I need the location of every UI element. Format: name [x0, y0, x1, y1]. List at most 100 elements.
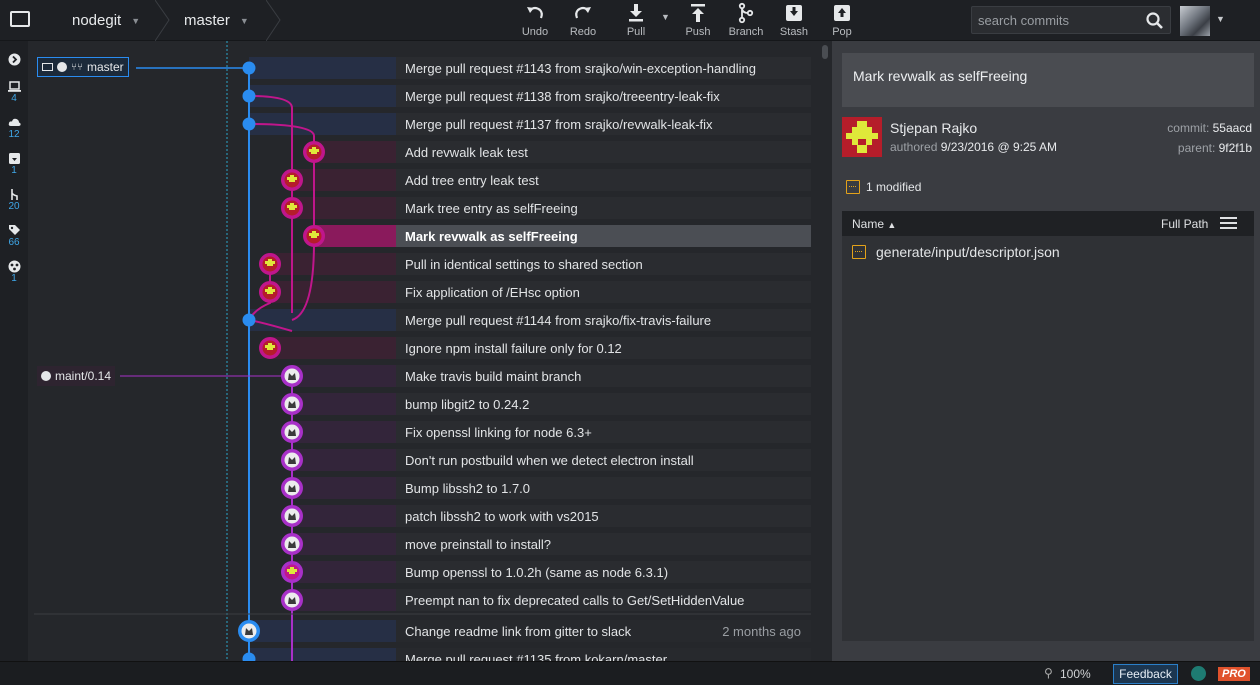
sidebar-item-tags[interactable]: 66 [0, 224, 28, 248]
modified-label: 1 modified [866, 180, 922, 194]
sidebar-item-pull-requests[interactable]: 1 [0, 152, 28, 176]
file-path: generate/input/descriptor.json [876, 244, 1060, 260]
commit-row[interactable]: Fix application of /EHsc option [396, 281, 811, 303]
repo-selector[interactable]: nodegit▼ [72, 0, 140, 41]
commit-row[interactable]: Mark revwalk as selfFreeing [396, 225, 811, 247]
commit-row[interactable]: Bump openssl to 1.0.2h (same as node 6.3… [396, 561, 811, 583]
pull-button[interactable]: Pull [612, 2, 660, 40]
commit-sha[interactable]: 55aacd [1212, 121, 1252, 135]
search-input[interactable] [978, 12, 1138, 29]
lane-row-background [292, 533, 396, 555]
scrollbar-thumb[interactable] [822, 45, 828, 59]
commit-graph-panel: Merge pull request #1143 from srajko/win… [28, 41, 832, 661]
avatar-glyph [288, 457, 296, 464]
commit-row[interactable]: Merge pull request #1135 from kokarn/mas… [396, 648, 811, 661]
lane-row-background [314, 141, 396, 163]
zoom-level[interactable]: 100% [1060, 667, 1091, 681]
commit-row[interactable]: Fix openssl linking for node 6.3+ [396, 421, 811, 443]
commit-row[interactable]: Merge pull request #1138 from srajko/tre… [396, 85, 811, 107]
commit-summary[interactable]: Mark revwalk as selfFreeing [842, 53, 1254, 107]
commit-row[interactable]: Add tree entry leak test [396, 169, 811, 191]
undo-label: Undo [521, 26, 549, 38]
search-icon[interactable] [1146, 12, 1164, 30]
account-chevron-down-icon[interactable]: ▼ [1216, 14, 1225, 24]
merge-line-1137 [248, 123, 315, 242]
ref-label-master[interactable]: ⑂⑂ master [37, 57, 129, 77]
parent-sha[interactable]: 9f2f1b [1218, 141, 1252, 155]
pop-button[interactable]: Pop [818, 2, 866, 40]
branch-count: 20 [8, 201, 20, 212]
pr-count: 1 [11, 165, 17, 176]
undo-button[interactable]: Undo [511, 2, 559, 40]
commit-row[interactable]: Don't run postbuild when we detect elect… [396, 449, 811, 471]
lane-row-background [249, 620, 396, 642]
zoom-icon: ⚲ [1044, 666, 1053, 680]
commit-row[interactable]: move preinstall to install? [396, 533, 811, 555]
github-icon [57, 62, 67, 72]
local-count: 4 [11, 93, 17, 104]
commit-row[interactable]: bump libgit2 to 0.24.2 [396, 393, 811, 415]
ref-label-maint[interactable]: maint/0.14 [37, 366, 116, 386]
commit-node[interactable] [242, 652, 256, 662]
sidebar-item-local[interactable]: 4 [0, 80, 28, 104]
commit-message: Don't run postbuild when we detect elect… [405, 452, 694, 468]
commit-row[interactable]: Merge pull request #1144 from srajko/fix… [396, 309, 811, 331]
commit-node[interactable] [242, 117, 256, 131]
submodule-count: 1 [11, 273, 17, 284]
lane-row-background [249, 309, 396, 331]
user-avatar[interactable] [1180, 6, 1210, 36]
full-path-toggle[interactable]: Full Path [1161, 216, 1209, 231]
push-button[interactable]: Push [674, 2, 722, 40]
commit-node[interactable] [242, 89, 256, 103]
commit-node[interactable] [242, 313, 256, 327]
commit-row[interactable]: Mark tree entry as selfFreeing [396, 197, 811, 219]
file-list-header: Name ▲ Full Path [842, 211, 1254, 236]
gitkraken-icon[interactable] [1191, 666, 1206, 681]
lane-row-background [292, 449, 396, 471]
local-icon [42, 63, 53, 71]
sidebar-item-submodules[interactable]: 1 [0, 260, 28, 284]
redo-button[interactable]: Redo [559, 2, 607, 40]
sort-by-name[interactable]: Name ▲ [852, 217, 896, 231]
authored-date: 9/23/2016 @ 9:25 AM [940, 140, 1057, 154]
commit-row[interactable]: Ignore npm install failure only for 0.12 [396, 337, 811, 359]
branch-selector[interactable]: master▼ [184, 0, 249, 41]
search-box[interactable] [971, 6, 1171, 34]
repo-name: nodegit [72, 12, 122, 29]
folder-icon[interactable] [10, 11, 30, 27]
collapse-panel-button[interactable] [0, 53, 28, 66]
branch-icon: ⑂⑂ [71, 61, 83, 73]
commit-row[interactable]: Preempt nan to fix deprecated calls to G… [396, 589, 811, 611]
sidebar-item-remote[interactable]: 12 [0, 116, 28, 140]
pro-badge[interactable]: PRO [1218, 667, 1250, 681]
commit-row[interactable]: patch libssh2 to work with vs2015 [396, 505, 811, 527]
branch-button[interactable]: Branch [722, 2, 770, 40]
pull-options-chevron-icon[interactable]: ▼ [661, 12, 670, 22]
commit-row[interactable]: Add revwalk leak test [396, 141, 811, 163]
tag-count: 66 [8, 237, 20, 248]
commit-row[interactable]: Bump libssh2 to 1.7.0 [396, 477, 811, 499]
stash-button[interactable]: Stash [770, 2, 818, 40]
commit-list: Merge pull request #1143 from srajko/win… [28, 41, 832, 661]
commit-message: Pull in identical settings to shared sec… [405, 256, 643, 272]
breadcrumb-separator [155, 0, 170, 41]
list-view-icon[interactable] [1220, 217, 1237, 229]
file-item[interactable]: generate/input/descriptor.json [852, 244, 1060, 260]
lane-row-background [292, 365, 396, 387]
commit-message: Change readme link from gitter to slack [405, 623, 632, 639]
avatar-glyph [288, 373, 296, 380]
commit-row[interactable]: Merge pull request #1137 from srajko/rev… [396, 113, 811, 135]
commit-message: Preempt nan to fix deprecated calls to G… [405, 592, 745, 608]
ref-master-name: master [87, 60, 124, 74]
commit-row[interactable]: Merge pull request #1143 from srajko/win… [396, 57, 811, 79]
branch-name: master [184, 12, 230, 29]
identicon-glyph [265, 287, 275, 294]
pr-icon [8, 153, 20, 164]
commit-node[interactable] [242, 61, 256, 75]
feedback-button[interactable]: Feedback [1113, 664, 1178, 684]
commit-row[interactable]: Make travis build maint branch [396, 365, 811, 387]
lane-row-background [292, 393, 396, 415]
commit-row[interactable]: Pull in identical settings to shared sec… [396, 253, 811, 275]
sidebar-item-branches[interactable]: 20 [0, 188, 28, 212]
